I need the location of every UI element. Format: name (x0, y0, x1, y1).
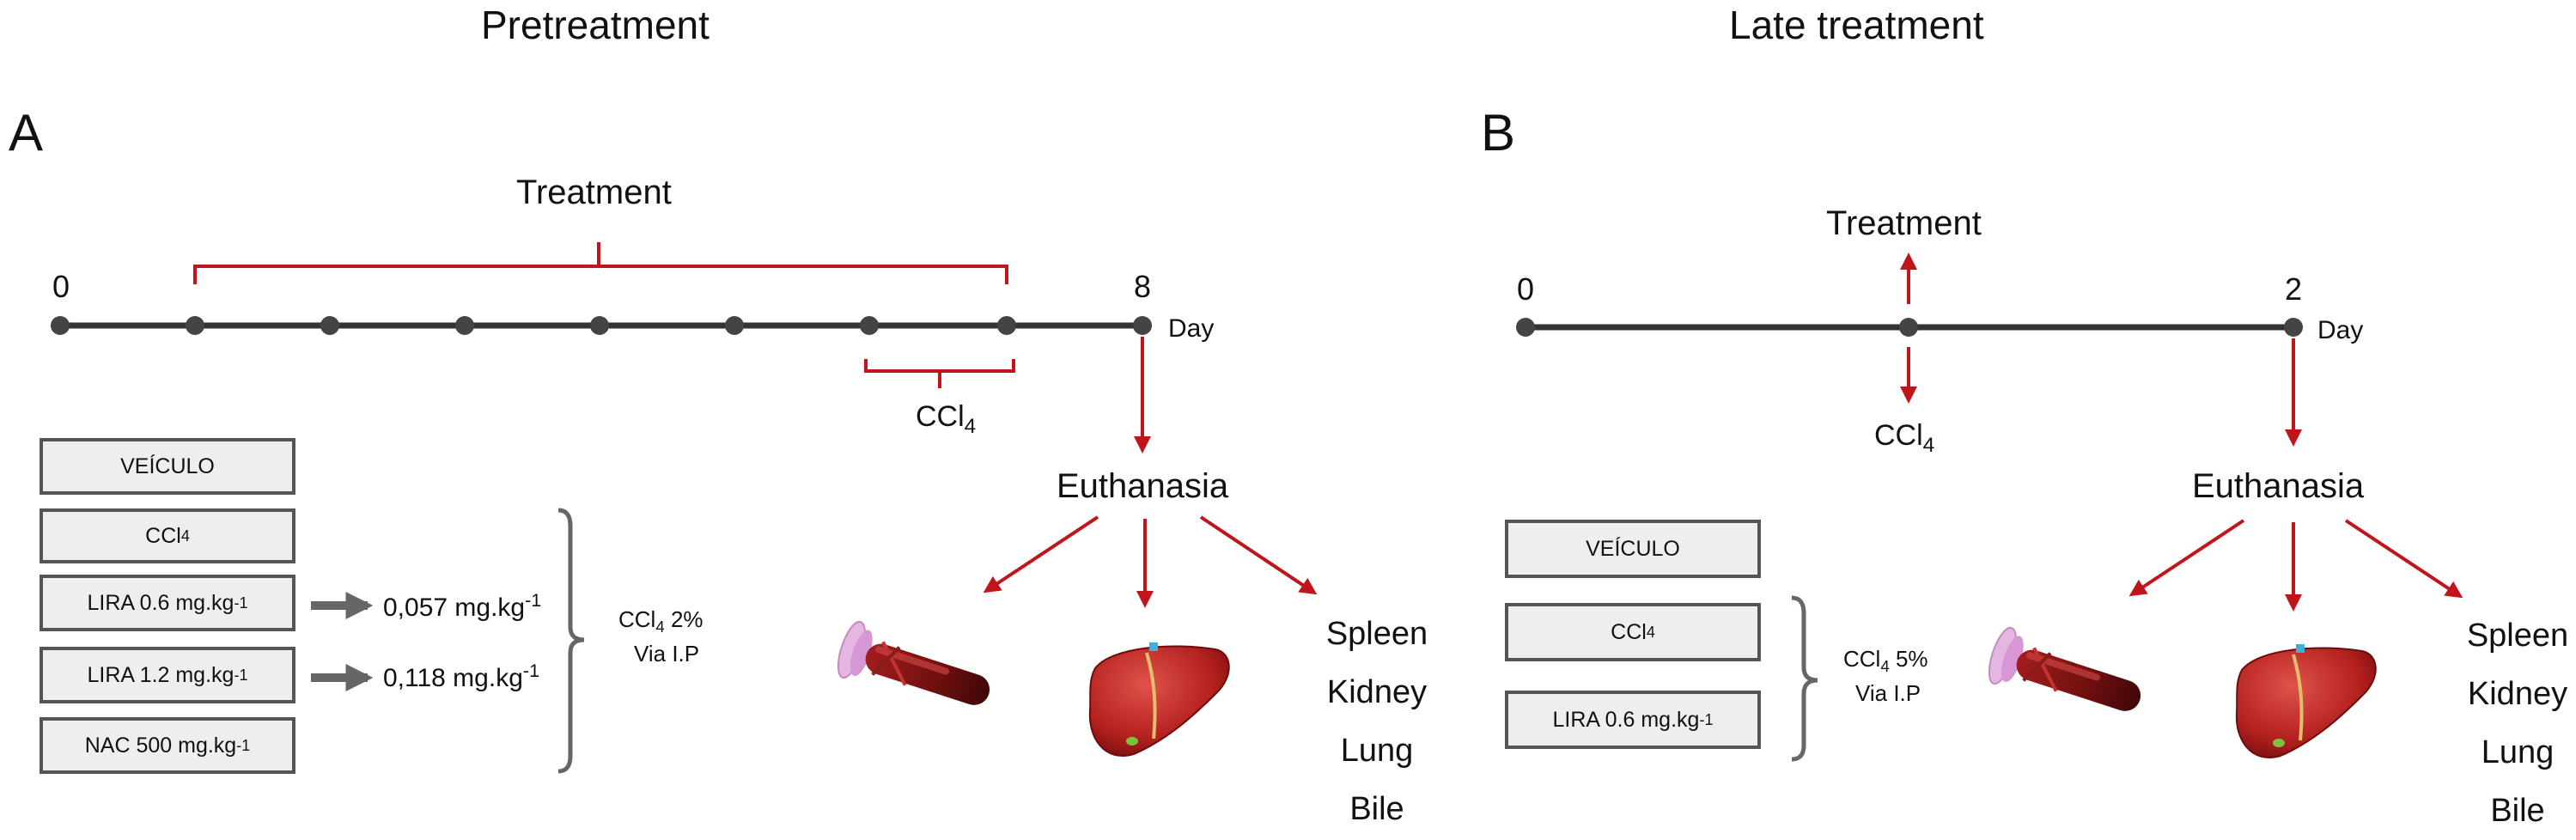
panel-a-organ-list: Spleen Kidney Lung Bile (1321, 605, 1433, 838)
timeline-dot (590, 316, 609, 335)
timeline-dot (320, 316, 339, 335)
timeline-dot (1516, 318, 1535, 337)
panel-b-ccl4-label: CCl4 (1874, 419, 1935, 457)
panel-a-arrow-organs (1199, 515, 1318, 595)
panel-b-arrow-organs (2344, 519, 2463, 599)
timeline-dot (51, 316, 70, 335)
panel-b-ccl4-dose: CCl4 5% (1843, 646, 1928, 676)
panel-b-day-end: 2 (2285, 271, 2303, 307)
panel-a-ccl4-bracket (864, 359, 1015, 388)
panel-a-title: Pretreatment (481, 3, 709, 47)
panel-a-treatment-label: Treatment (516, 173, 672, 211)
panel-a-arrow-blood (983, 515, 1099, 593)
panel-a-timeline (51, 316, 1152, 335)
panel-a-euthanasia-label: Euthanasia (1057, 467, 1229, 505)
blood-tube-icon (837, 620, 990, 705)
organ-item: Lung (1340, 733, 1414, 769)
organ-item: Lung (2481, 734, 2555, 770)
panel-b-route: Via I.P (1855, 680, 1921, 706)
organ-item: Kidney (1326, 674, 1428, 710)
liver-icon (1088, 642, 1230, 757)
panel-b-arrow-blood (2128, 519, 2245, 597)
panel-b-title: Late treatment (1729, 3, 1984, 47)
panel-a-letter: A (9, 104, 44, 161)
panel-b-group-bracket (1791, 595, 1818, 762)
organ-item: Bile (2490, 793, 2545, 829)
group-box-lira-12: LIRA 1.2 mg.kg-1 (40, 647, 295, 703)
panel-b-treatment-label: Treatment (1826, 204, 1982, 242)
panel-b-day-start: 0 (1517, 271, 1535, 307)
group-box-nac-500: NAC 500 mg.kg-1 (40, 717, 295, 774)
timeline-dot (2284, 318, 2303, 337)
group-box-vehicle: VEÍCULO (1505, 520, 1761, 578)
panel-a-route: Via I.P (634, 641, 700, 667)
group-box-lira-06: LIRA 0.6 mg.kg-1 (1505, 691, 1761, 749)
timeline-dot (186, 316, 204, 335)
panel-a-day-end: 8 (1134, 269, 1152, 304)
timeline-dot (860, 316, 879, 335)
panel-a-ccl4-dose: CCl4 2% (618, 606, 703, 636)
panel-a-treatment-bracket (193, 242, 1008, 284)
panel-a-group-bracket (557, 508, 585, 774)
group-box-lira-06: LIRA 0.6 mg.kg-1 (40, 575, 295, 631)
organ-item: Spleen (2466, 618, 2569, 654)
blood-tube-icon (1988, 626, 2141, 711)
timeline-dot (725, 316, 744, 335)
dose-conversion-2: 0,118 mg.kg-1 (383, 660, 540, 692)
panel-b-letter: B (1481, 104, 1516, 161)
dose-conversion-1: 0,057 mg.kg-1 (383, 589, 542, 622)
timeline-dot (997, 316, 1016, 335)
panel-a-day-start: 0 (52, 269, 70, 304)
panel-b-timeline (1516, 318, 2303, 337)
timeline-dot (1133, 316, 1152, 335)
organ-item: Bile (1349, 791, 1404, 827)
panel-b-day-label: Day (2317, 316, 2364, 344)
timeline-dot (1899, 318, 1918, 337)
panel-b-euthanasia-label: Euthanasia (2192, 467, 2365, 505)
organ-item: Spleen (1325, 616, 1428, 652)
group-box-vehicle: VEÍCULO (40, 438, 295, 495)
panel-a-day-label: Day (1168, 314, 1215, 343)
timeline-dot (455, 316, 474, 335)
liver-icon (2235, 644, 2377, 758)
panel-a-ccl4-label: CCl4 (916, 400, 977, 438)
organ-item: Kidney (2467, 676, 2568, 712)
panel-b-organ-list: Spleen Kidney Lung Bile (2462, 606, 2573, 840)
